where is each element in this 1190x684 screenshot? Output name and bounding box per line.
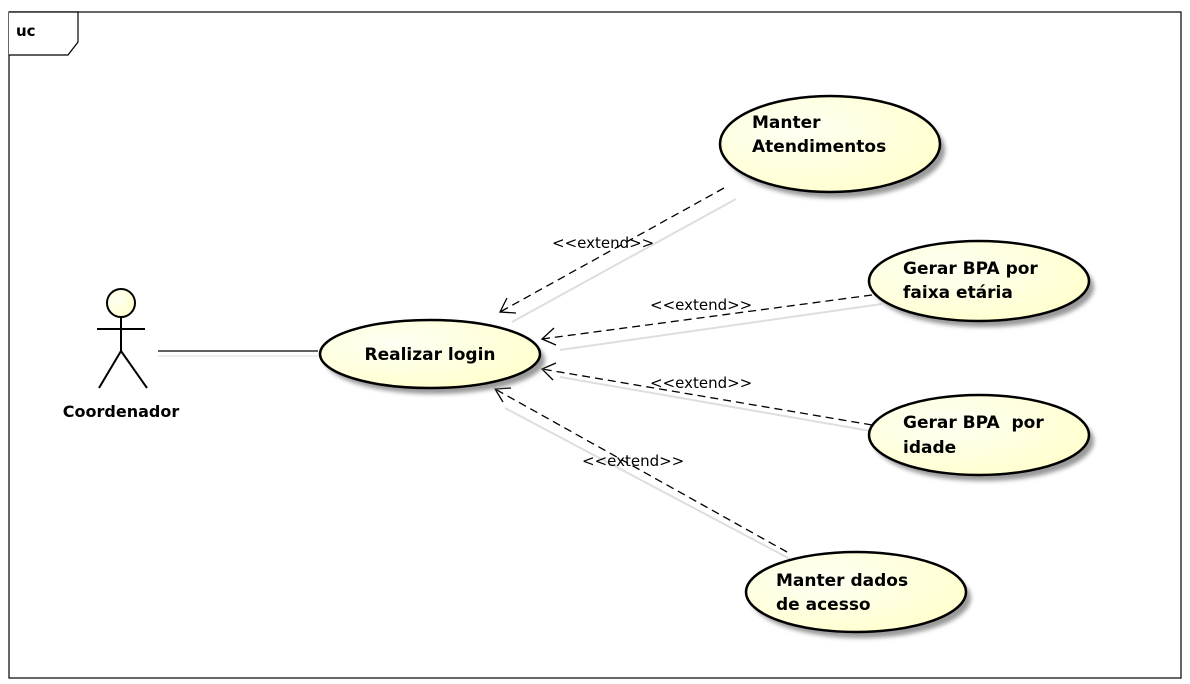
extend-dados-acesso[interactable] — [493, 387, 788, 553]
use-case-label: Realizar login — [364, 345, 495, 365]
use-case-manter-atendimentos[interactable]: Manter Atendimentos — [718, 94, 945, 198]
extend-atendimentos[interactable] — [498, 187, 725, 314]
use-case-gerar-bpa-faixa[interactable]: Gerar BPA por faixa etária — [867, 239, 1094, 327]
extend-relations: <<extend>> <<extend>> <<extend>> <<exten… — [493, 187, 883, 561]
use-case-label-line1: Gerar BPA por — [903, 413, 1044, 433]
use-case-label-line1: Manter dados — [776, 571, 908, 591]
use-case-label-line2: de acesso — [776, 595, 871, 615]
actor-coordenador[interactable]: Coordenador — [63, 288, 180, 421]
uml-frame: uc — [8, 11, 1182, 679]
frame-tag-label: uc — [16, 22, 36, 40]
use-case-label-line2: faixa etária — [903, 283, 1013, 303]
actor-right-leg — [120, 350, 148, 389]
extend-label-bpa-faixa: <<extend>> — [650, 296, 752, 314]
extend-label-atendimentos: <<extend>> — [552, 234, 654, 252]
actor-head — [106, 288, 136, 318]
extend-label-bpa-idade: <<extend>> — [650, 374, 752, 392]
use-case-label-line1: Manter — [752, 113, 821, 133]
use-case-realizar-login[interactable]: Realizar login — [318, 318, 545, 394]
frame-tag-pentagon — [9, 11, 79, 56]
extend-bpa-idade[interactable] — [540, 362, 873, 426]
extend-label-dados-acesso: <<extend>> — [582, 452, 684, 470]
association-line — [158, 350, 318, 357]
use-case-label-line1: Gerar BPA por — [903, 259, 1038, 279]
actor-left-leg — [98, 350, 122, 389]
extend-bpa-faixa[interactable] — [540, 294, 873, 346]
use-case-label-line2: Atendimentos — [752, 137, 886, 157]
use-case-gerar-bpa-idade[interactable]: Gerar BPA por idade — [867, 393, 1094, 481]
use-case-manter-dados-acesso[interactable]: Manter dados de acesso — [744, 550, 971, 638]
actor-name: Coordenador — [63, 402, 180, 421]
use-case-label-line2: idade — [903, 438, 956, 458]
frame-border — [8, 11, 1182, 679]
